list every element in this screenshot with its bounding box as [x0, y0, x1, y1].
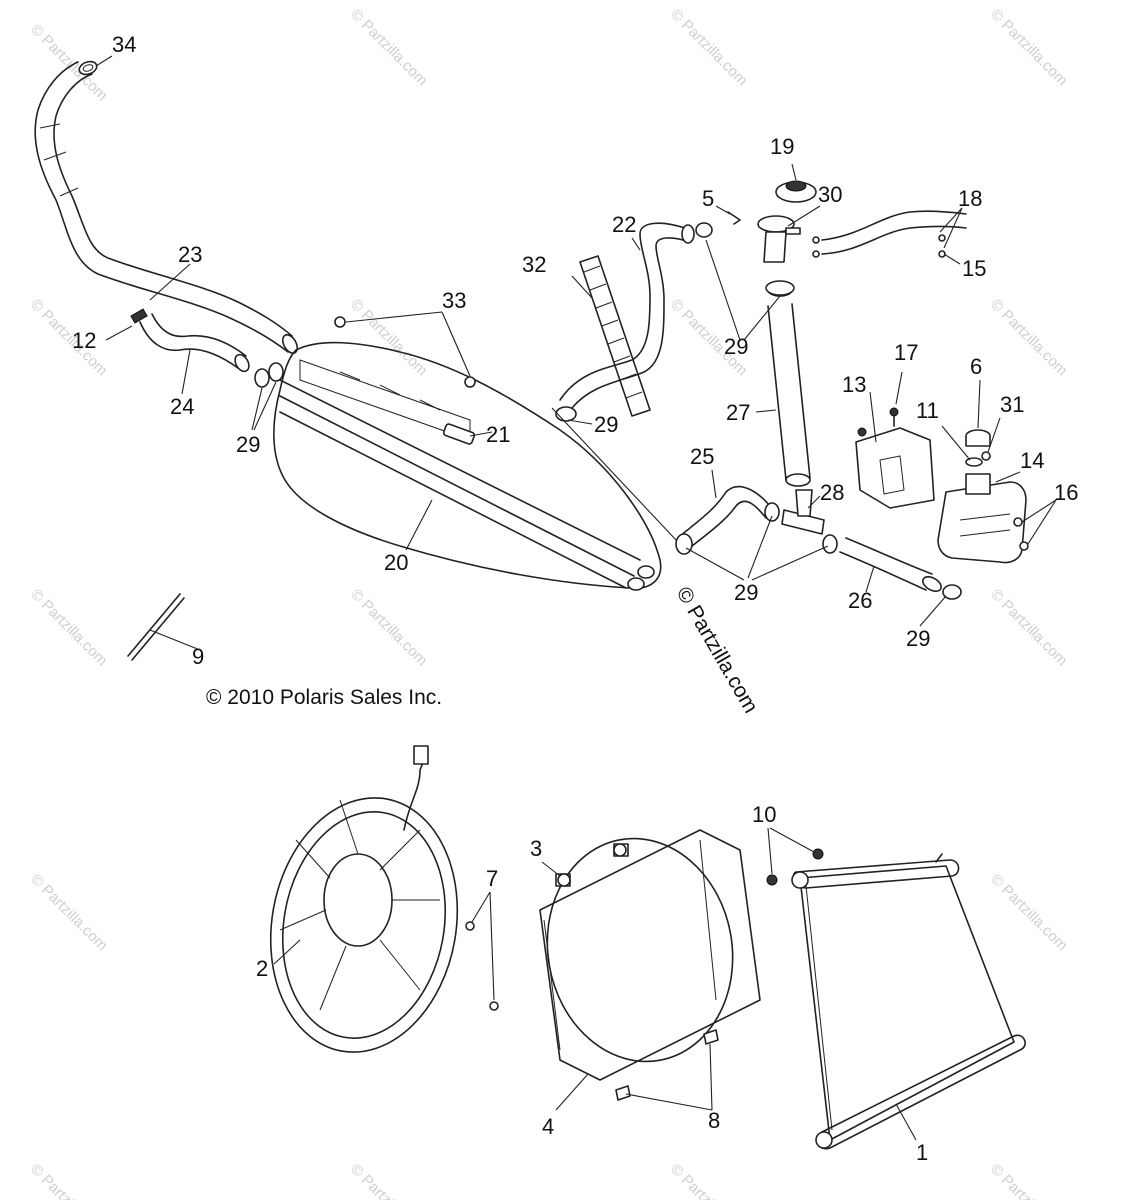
- callout-24: 24: [170, 394, 194, 419]
- hose-25: [679, 485, 771, 547]
- hose-26: [839, 537, 942, 593]
- watermark: © Partzilla.com: [987, 1161, 1070, 1200]
- watermark: © Partzilla.com: [987, 586, 1070, 669]
- fan-shroud-4: [539, 829, 761, 1081]
- callout-23: 23: [178, 242, 202, 267]
- hose-23: [34, 61, 299, 354]
- callout-6: 6: [970, 354, 982, 379]
- watermark: © Partzilla.com: [27, 871, 110, 954]
- filter-31: [981, 451, 991, 461]
- callout-10: 10: [752, 802, 776, 827]
- callout-12: 12: [72, 328, 96, 353]
- watermark: © Partzilla.com: [347, 296, 430, 379]
- clamp-12: [130, 308, 148, 324]
- clamp-15: [812, 234, 946, 258]
- callout-11: 11: [916, 398, 939, 423]
- watermark: © Partzilla.com: [27, 296, 110, 379]
- bolt-17: [857, 407, 899, 437]
- clamp-34: [78, 60, 98, 76]
- watermark: © Partzilla.com: [667, 1161, 750, 1200]
- screw-7: [465, 921, 499, 1011]
- callout-25: 25: [690, 444, 714, 469]
- callout-26: 26: [848, 588, 872, 613]
- cable-tie-9: [127, 593, 185, 661]
- leader-lines: [95, 55, 1057, 1141]
- callout-5: 5: [702, 186, 714, 211]
- coolant-reservoir-14: [937, 473, 1027, 564]
- radiator-1: [791, 853, 1026, 1150]
- callout-4: 4: [542, 1114, 554, 1139]
- callout-29: 29: [906, 626, 930, 651]
- cooling-tube-assembly-20: [273, 341, 662, 591]
- watermark: © Partzilla.com: [347, 1161, 430, 1200]
- callout-19: 19: [770, 134, 794, 159]
- callout-28: 28: [820, 480, 844, 505]
- callout-34: 34: [112, 32, 136, 57]
- screw-16: [1013, 517, 1029, 551]
- filler-neck-30: [757, 215, 801, 263]
- clamp-29-left: [254, 362, 284, 388]
- hose-22: [559, 222, 695, 409]
- callout-27: 27: [726, 400, 750, 425]
- nut-10: [766, 848, 824, 886]
- callout-31: 31: [1000, 392, 1024, 417]
- callout-3: 3: [530, 836, 542, 861]
- pipe-27: [767, 283, 811, 487]
- watermark: © Partzilla.com: [27, 586, 110, 669]
- callout-16: 16: [1054, 480, 1078, 505]
- callout-21: 21: [486, 422, 510, 447]
- clip-5: [727, 211, 741, 225]
- callout-18: 18: [958, 186, 982, 211]
- cooling-fan-2: [269, 745, 459, 1053]
- callout-20: 20: [384, 550, 408, 575]
- callout-8: 8: [708, 1108, 720, 1133]
- watermark: © Partzilla.com: [347, 6, 430, 89]
- watermark: © Partzilla.com: [987, 296, 1070, 379]
- callout-1: 1: [916, 1140, 928, 1165]
- callout-22: 22: [612, 212, 636, 237]
- callout-29: 29: [734, 580, 758, 605]
- watermark: © Partzilla.com: [987, 871, 1070, 954]
- grommet-8: [615, 1029, 719, 1101]
- copyright-text: © 2010 Polaris Sales Inc.: [206, 686, 442, 709]
- bracket-13: [855, 427, 935, 509]
- callout-29: 29: [724, 334, 748, 359]
- callout-9: 9: [192, 644, 204, 669]
- grommet-3: [557, 843, 627, 887]
- radiator-cap-19: [775, 180, 817, 203]
- callout-labels: 34 23 12 24 29 33 21 20 32 22 29 29 19 3…: [72, 32, 1078, 1165]
- hose-24: [139, 313, 250, 373]
- callout-14: 14: [1020, 448, 1044, 473]
- vent-lines-18: [821, 210, 967, 255]
- callout-30: 30: [818, 182, 842, 207]
- callout-13: 13: [842, 372, 866, 397]
- callout-33: 33: [442, 288, 466, 313]
- tee-fitting-28: [781, 489, 825, 535]
- watermark: © Partzilla.com: [347, 586, 430, 669]
- callout-2: 2: [256, 956, 268, 981]
- bolt-33: [334, 316, 476, 388]
- callout-7: 7: [486, 866, 498, 891]
- callout-15: 15: [962, 256, 986, 281]
- watermark: © Partzilla.com: [667, 6, 750, 89]
- seal-11: [965, 457, 983, 467]
- callout-17: 17: [894, 340, 918, 365]
- callout-29: 29: [236, 432, 260, 457]
- watermark: © Partzilla.com: [987, 6, 1070, 89]
- fitting-21: [442, 423, 476, 445]
- cap-6: [965, 429, 991, 447]
- callout-32: 32: [522, 252, 546, 277]
- callout-29: 29: [594, 412, 618, 437]
- watermark: © Partzilla.com: [27, 1161, 110, 1200]
